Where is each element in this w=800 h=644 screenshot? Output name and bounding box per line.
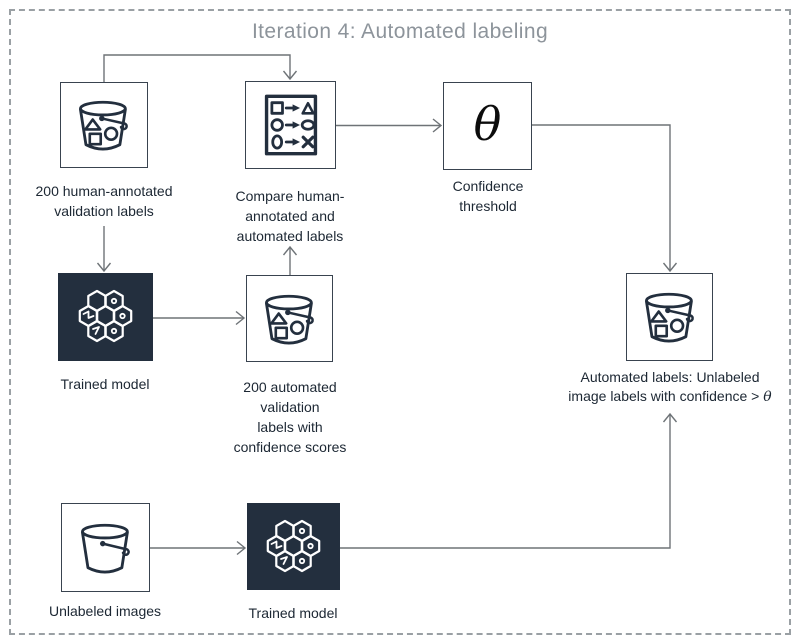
unlabeled-images-caption: Unlabeled images — [48, 603, 162, 619]
connector-threshold-to-output — [532, 124, 678, 273]
automated-labels-node — [246, 275, 333, 362]
trained-model-bottom-caption: Trained model — [248, 605, 338, 621]
compare-labels-caption: Compare human- annotated and automated l… — [235, 188, 345, 244]
s3-bucket-empty-icon — [71, 513, 141, 583]
ml-model-brain-icon — [262, 515, 326, 579]
connector-compare-to-threshold — [336, 118, 443, 133]
connector-model-to-automated — [153, 310, 246, 326]
human-annotated-labels-caption: 200 human-annotated validation labels — [35, 183, 173, 219]
output-labels-caption: Automated labels: Unlabeled image labels… — [568, 369, 772, 405]
human-annotated-labels-node — [60, 82, 148, 168]
confidence-threshold-node: θ — [443, 82, 532, 170]
automated-labels-caption: 200 automated validation labels with con… — [233, 379, 347, 455]
trained-model-top-node — [58, 273, 153, 361]
trained-model-top-caption: Trained model — [60, 376, 150, 392]
ml-model-brain-icon — [74, 285, 138, 349]
confidence-threshold-caption: Confidence threshold — [452, 178, 524, 214]
connector-human-to-compare — [103, 54, 298, 82]
compare-labels-icon — [257, 91, 325, 159]
diagram-dashed-border — [9, 9, 791, 635]
connector-automated-to-compare — [282, 245, 298, 276]
trained-model-bottom-node — [247, 503, 340, 590]
s3-bucket-with-labels-icon — [69, 90, 139, 160]
connector-model-to-output — [340, 412, 678, 549]
theta-symbol: θ — [473, 97, 502, 151]
connector-unlabeled-to-model — [150, 540, 247, 556]
s3-bucket-with-labels-icon — [635, 282, 705, 352]
output-labels-node — [626, 273, 713, 361]
connector-human-to-model — [96, 226, 112, 273]
diagram-title: Iteration 4: Automated labeling — [251, 20, 549, 43]
s3-bucket-with-labels-icon — [255, 284, 325, 354]
compare-labels-node — [245, 81, 336, 169]
unlabeled-images-node — [61, 503, 150, 592]
theta-inline-symbol: θ — [763, 389, 772, 405]
